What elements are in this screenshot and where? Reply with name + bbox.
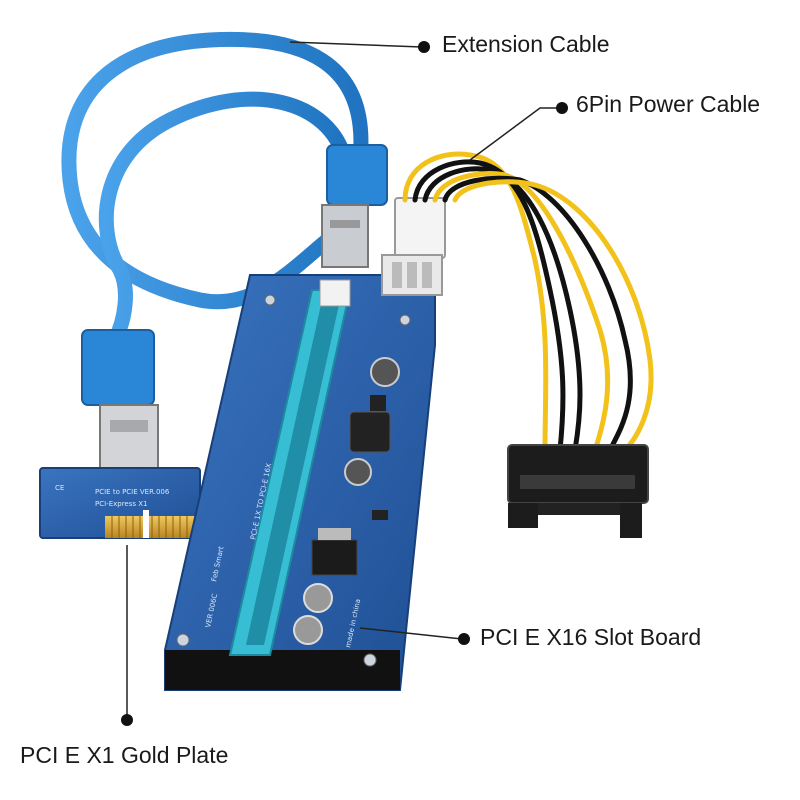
slot-board-label: PCI E X16 Slot Board <box>480 624 702 650</box>
extension-cable-label: Extension Cable <box>442 31 610 57</box>
gold-plate-label: PCI E X1 Gold Plate <box>20 742 229 768</box>
dot-power-cable <box>556 102 568 114</box>
x1-gold-fingers <box>105 510 195 538</box>
callout-lines <box>126 41 560 718</box>
dot-gold-plate <box>121 714 133 726</box>
board-components <box>293 357 400 645</box>
6pin-power-connector <box>381 197 446 296</box>
pcie-x16-slot <box>228 279 352 656</box>
dot-slot-board <box>458 633 470 645</box>
adapter-print-2: PCI-Express X1 <box>95 500 148 508</box>
dot-extension-cable <box>418 41 430 53</box>
power-cable-label: 6Pin Power Cable <box>576 91 761 117</box>
usb-connector-bottom <box>81 329 159 486</box>
ce-mark: CE <box>55 484 64 492</box>
usb-connector-top <box>321 144 388 268</box>
sata-power-plug <box>507 444 649 538</box>
callout-dots <box>121 41 568 726</box>
adapter-print-1: PCIE to PCIE VER.006 <box>95 488 170 496</box>
power-wires <box>402 151 654 453</box>
extension-cable <box>61 31 369 348</box>
